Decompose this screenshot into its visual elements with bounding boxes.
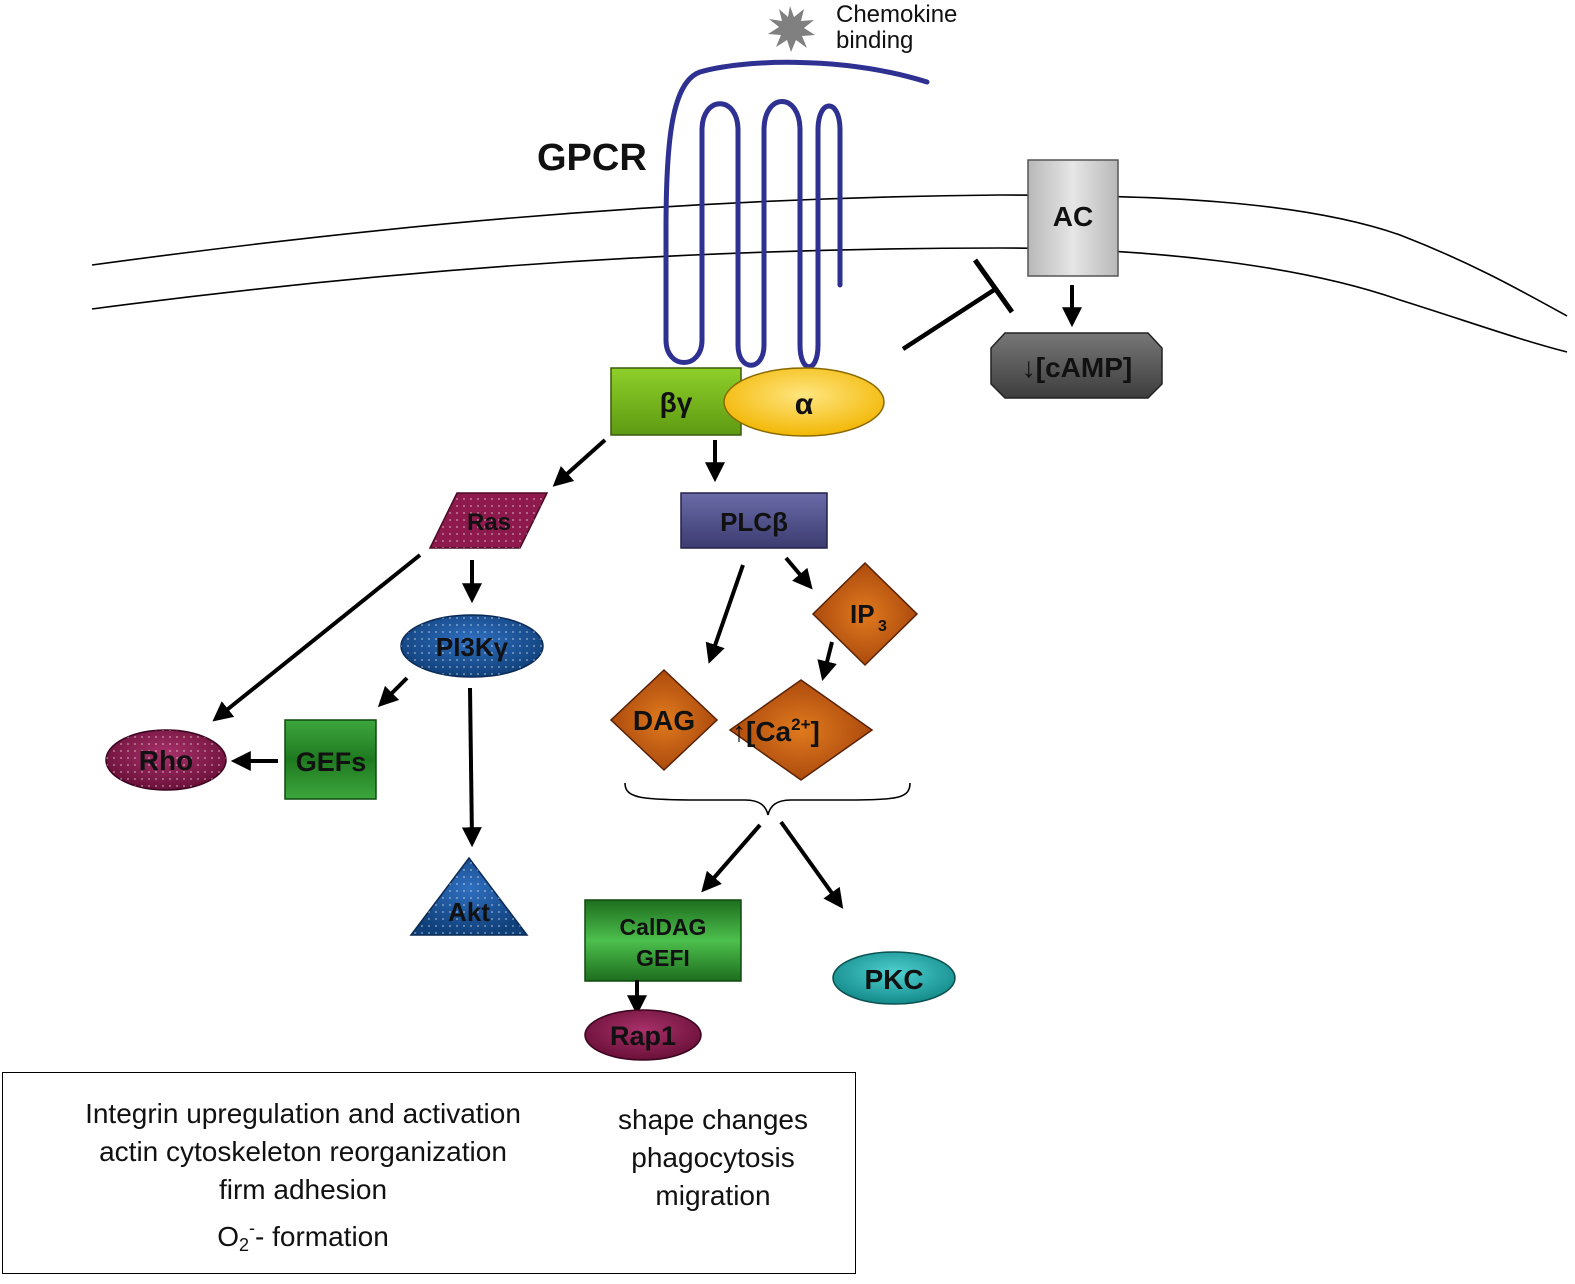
arrow-plc-ip3 [784, 556, 813, 590]
superoxide-rest: - formation [254, 1221, 389, 1252]
calcium-suffix: ] [811, 716, 820, 747]
ligand-label-line1: Chemokine [836, 1, 957, 28]
grouping-brace [624, 782, 911, 816]
calcium-node [728, 679, 874, 781]
superoxide-subscript: 2 [238, 1235, 249, 1255]
pi3k-label: PI3Kγ [436, 632, 509, 662]
superoxide-o: O [217, 1221, 239, 1252]
pkc-label: PKC [864, 964, 923, 995]
ras-texture [430, 493, 547, 548]
calcium-label: ↑[Ca2+] [732, 715, 820, 747]
outcome-superoxide: O2-- formation [33, 1209, 573, 1264]
arrow-plc-dag [705, 564, 745, 664]
outcome-phagocytosis: phagocytosis [631, 1142, 795, 1173]
gpcr-receptor [663, 59, 930, 369]
caldag-gefi-node [584, 899, 742, 982]
ac-label: AC [1053, 201, 1093, 232]
outcome-adhesion: firm adhesion [218, 1174, 388, 1205]
dag-node [609, 668, 719, 772]
pkc-node [832, 951, 956, 1005]
alpha-label: α [795, 388, 814, 421]
akt-texture [411, 858, 527, 935]
chemokine-starburst-icon [768, 6, 815, 52]
rap1-label: Rap1 [610, 1021, 676, 1051]
rap1-node [584, 1009, 702, 1061]
membrane-outer [91, 194, 1568, 317]
gefs-label: GEFs [296, 747, 367, 777]
arrow-brace-pkc [779, 820, 844, 909]
camp-node [990, 332, 1163, 399]
membrane-inner [91, 247, 1568, 353]
outcomes-box: Integrin upregulation and activation act… [2, 1072, 856, 1274]
arrow-ras-rho [212, 553, 422, 722]
arrow-brace-caldag [701, 823, 762, 893]
rho-texture [106, 730, 226, 790]
akt-label: Akt [448, 897, 490, 927]
ip3-subscript: 3 [878, 618, 887, 635]
arrow-pi3k-akt [461, 687, 482, 848]
plc-node [680, 492, 828, 549]
rho-label: Rho [139, 745, 193, 776]
gpcr-label: GPCR [537, 137, 647, 179]
pi3k-texture [401, 615, 543, 677]
outcome-shape: shape changes [618, 1104, 808, 1135]
inhibition-bar [972, 258, 1015, 314]
plc-label: PLCβ [720, 507, 788, 537]
calcium-prefix: ↑[Ca [732, 716, 792, 747]
ac-node [1027, 159, 1119, 277]
alpha-subunit [723, 367, 885, 437]
gefs-node [284, 719, 377, 800]
camp-label: ↓[cAMP] [1022, 352, 1132, 383]
ip3-node [811, 561, 919, 667]
outcome-integrin: Integrin upregulation and activation [85, 1098, 521, 1129]
ip3-label: IP [850, 599, 875, 629]
arrow-pi3k-gefs [377, 676, 409, 708]
ras-label: Ras [467, 509, 511, 536]
beta-gamma-label: βγ [660, 387, 693, 418]
outcomes-left-column: Integrin upregulation and activation act… [33, 1095, 573, 1264]
calcium-superscript: 2+ [791, 715, 810, 734]
outcome-migration: migration [655, 1180, 771, 1211]
arrow-ip3-ca [817, 641, 837, 681]
ligand-label-line2: binding [836, 27, 913, 54]
caldag-label-line2: GEFI [636, 945, 690, 971]
outcome-actin: actin cytoskeleton reorganization [99, 1136, 507, 1167]
inhibition-line [901, 288, 996, 351]
dag-label: DAG [633, 705, 695, 736]
outcomes-right-column: shape changes phagocytosis migration [588, 1101, 838, 1215]
superoxide-superscript: - [248, 1218, 255, 1238]
arrow-bg-ras [552, 438, 607, 487]
caldag-label-line1: CalDAG [620, 914, 707, 940]
